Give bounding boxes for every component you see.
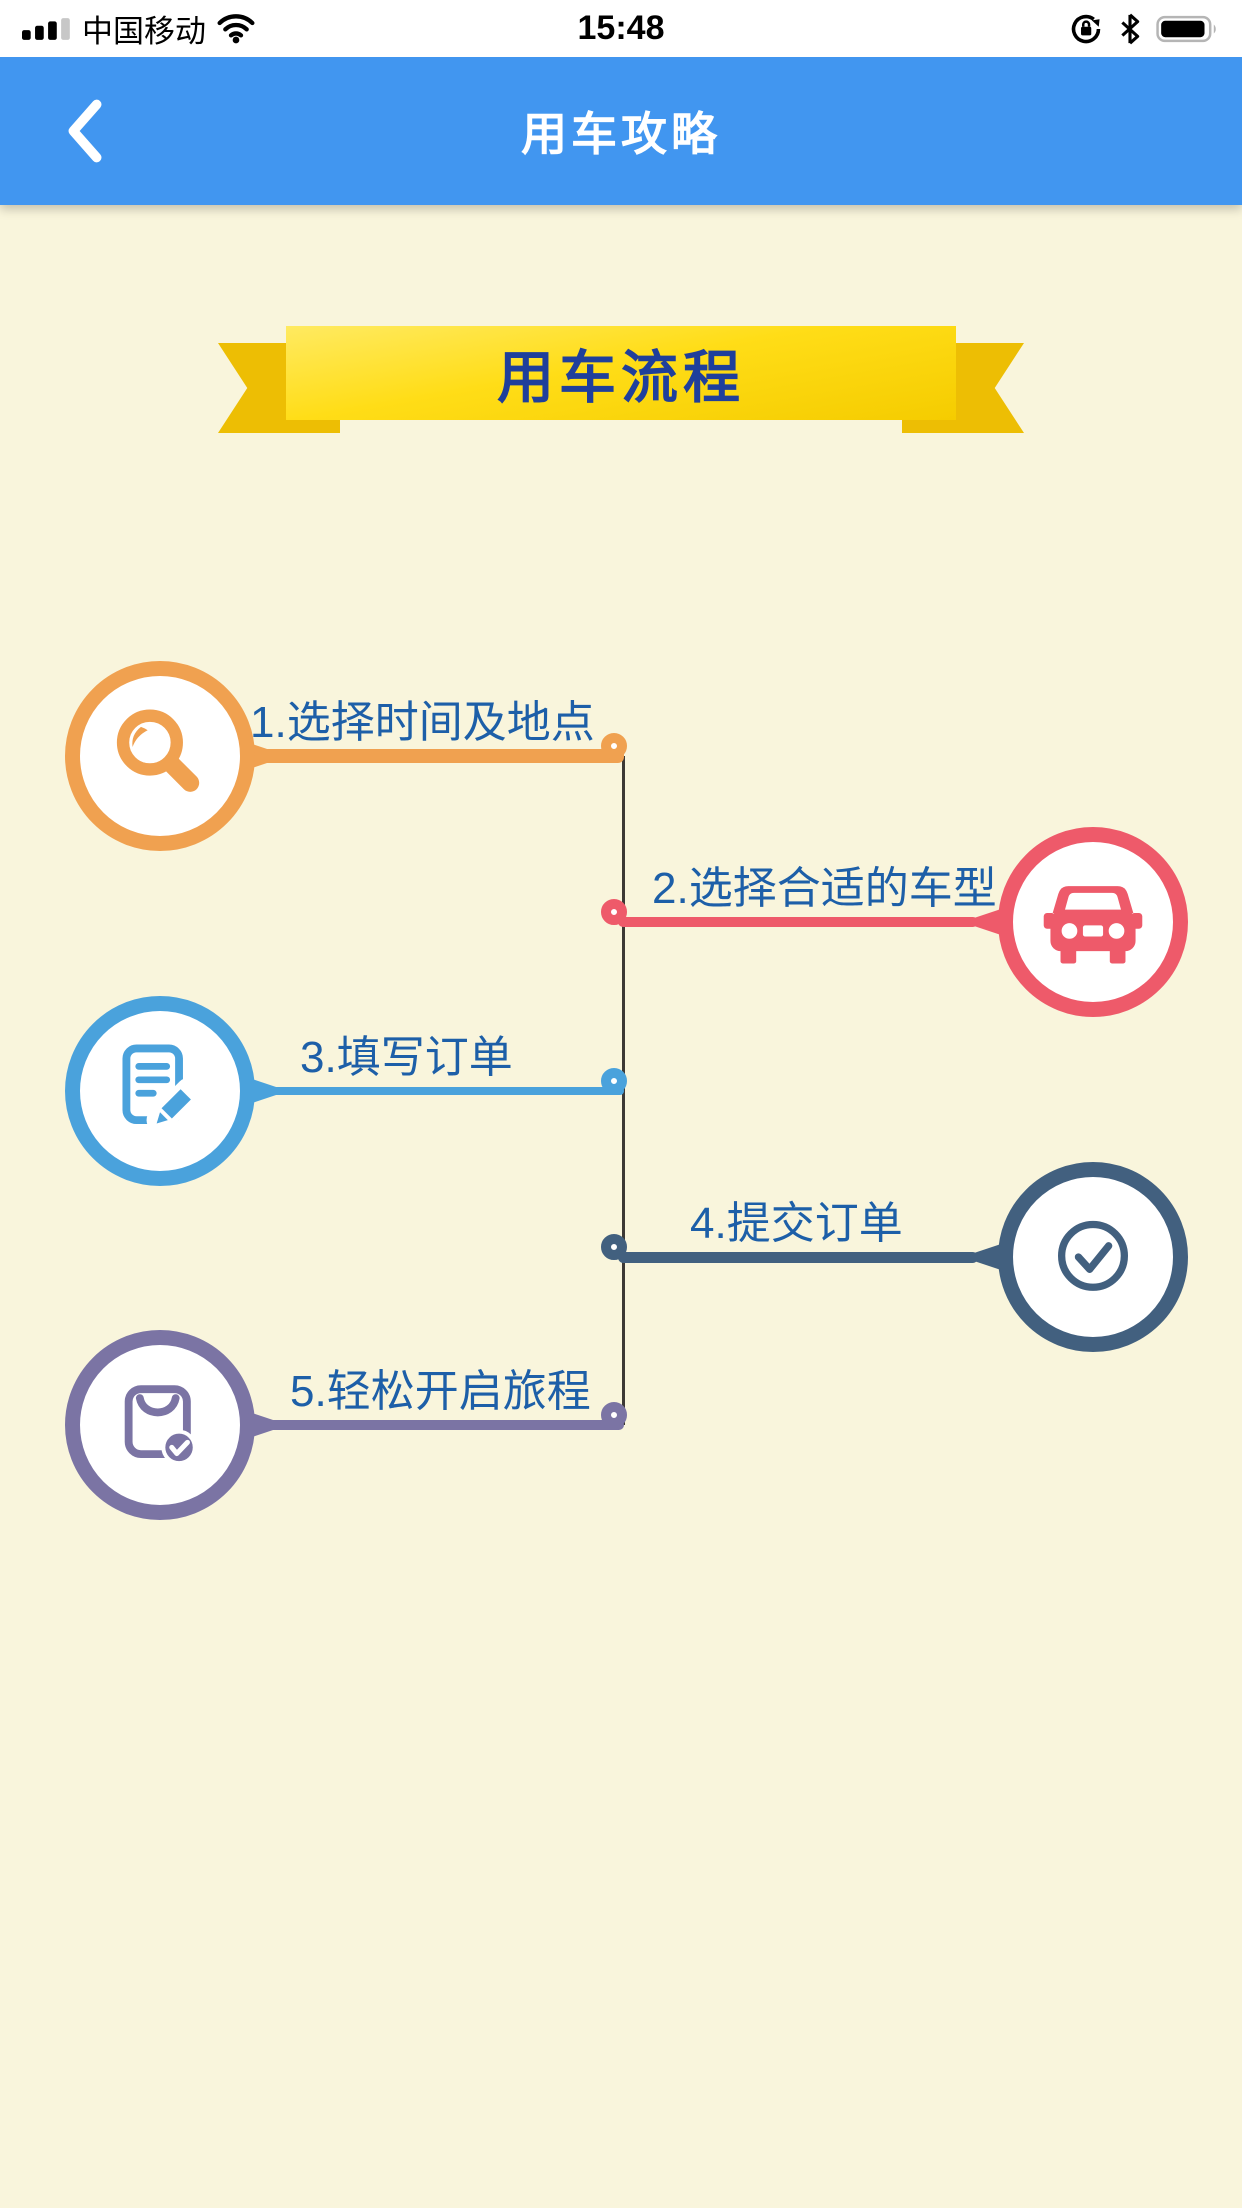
timeline-node — [601, 1234, 627, 1260]
timeline-node — [601, 733, 627, 759]
carrier-label: 中国移动 — [82, 14, 206, 49]
bag-check-icon — [124, 1385, 197, 1466]
connector-bar — [242, 1087, 624, 1095]
clock: 15:48 — [577, 9, 665, 47]
magnifier-icon — [116, 709, 200, 792]
step-4-icon-circle — [998, 1162, 1188, 1352]
connector-bar — [242, 1420, 624, 1430]
nav-bar: 用车攻略 — [0, 57, 1242, 205]
step-5-label: 5.轻松开启旅程 — [290, 1367, 591, 1416]
step-3-icon-circle — [65, 996, 255, 1186]
status-bar: 中国移动 15:48 — [0, 0, 1242, 57]
timeline-node — [601, 1068, 627, 1094]
ribbon-band: 用车流程 — [286, 326, 956, 420]
step-5-icon-circle — [65, 1330, 255, 1520]
timeline-node — [601, 1402, 627, 1428]
connector-bar — [618, 917, 978, 927]
page-title: 用车攻略 — [521, 108, 721, 160]
banner-title: 用车流程 — [497, 346, 745, 410]
step-1-icon-circle — [65, 661, 255, 851]
document-pencil-icon — [122, 1044, 203, 1134]
signal-strength-icon — [22, 17, 70, 40]
battery-icon — [1156, 15, 1216, 42]
timeline-node — [601, 899, 627, 925]
rotation-lock-icon — [1071, 14, 1101, 43]
step-4-label: 4.提交订单 — [690, 1199, 903, 1248]
step-1-label: 1.选择时间及地点 — [250, 698, 595, 747]
wifi-icon — [217, 13, 255, 43]
step-2-label: 2.选择合适的车型 — [652, 864, 997, 913]
check-circle-icon — [1058, 1220, 1128, 1291]
back-button[interactable] — [40, 57, 130, 205]
back-chevron-icon — [68, 99, 102, 163]
connector-bar — [618, 1251, 978, 1263]
connector-bar — [242, 749, 624, 763]
step-3-label: 3.填写订单 — [300, 1033, 513, 1082]
car-icon — [1043, 886, 1143, 964]
bluetooth-icon — [1121, 13, 1140, 44]
banner-ribbon: 用车流程 — [218, 326, 1024, 433]
step-2-icon-circle — [998, 827, 1188, 1017]
